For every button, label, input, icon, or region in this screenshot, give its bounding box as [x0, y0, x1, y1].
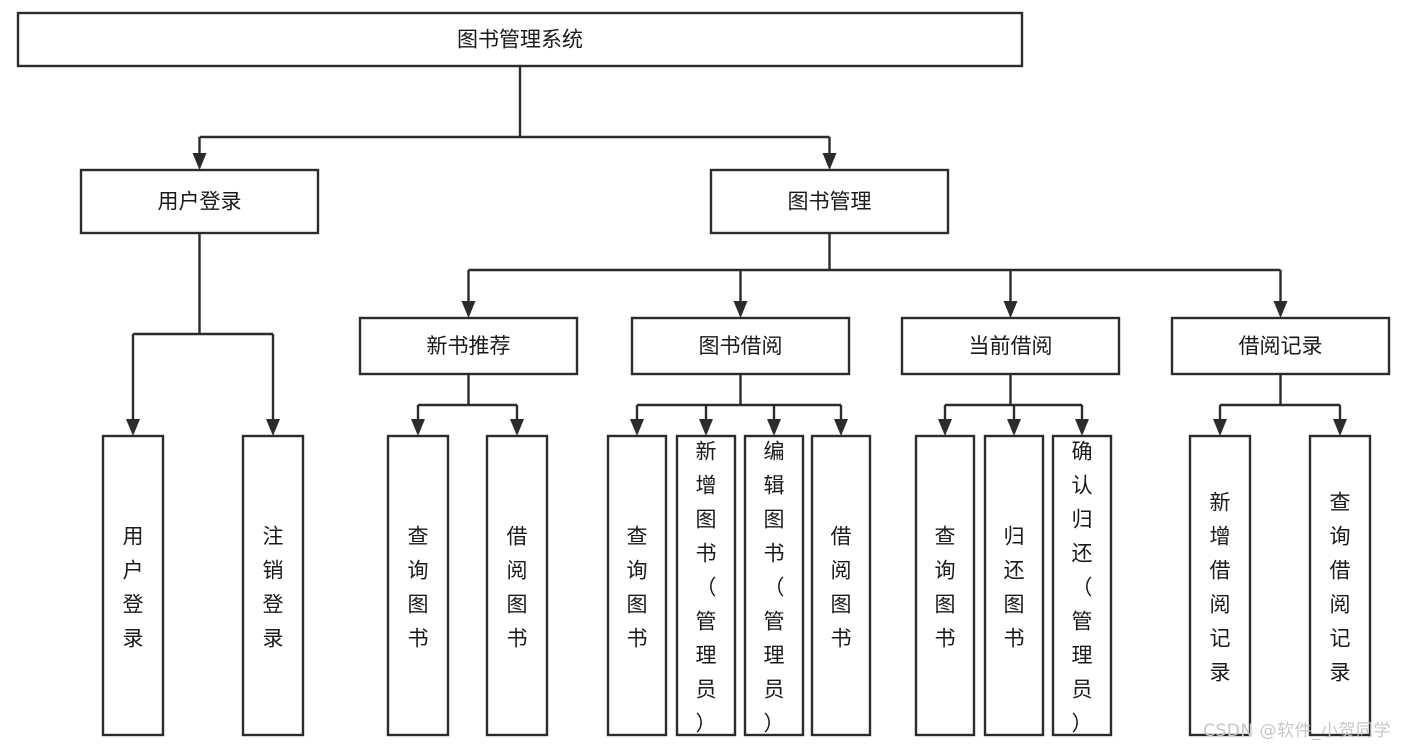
node-label: 图书借阅 [699, 334, 783, 358]
node-level2-1[interactable]: 图书管理 [709, 168, 950, 235]
arrow-head-icon [1213, 419, 1227, 436]
node-label: 图书管理 [788, 190, 872, 214]
node-level3-2[interactable]: 当前借阅 [900, 316, 1121, 376]
node-box[interactable] [16, 11, 1024, 68]
node-label: 用户登录 [158, 190, 242, 214]
node-box[interactable] [1170, 316, 1391, 376]
node-leaf-8[interactable]: 查询图书 [914, 434, 976, 737]
node-leaf-7[interactable]: 借阅图书 [810, 434, 872, 737]
arrow-head-icon [1273, 301, 1288, 318]
node-box[interactable] [1188, 434, 1252, 737]
node-box[interactable] [241, 434, 305, 737]
node-level2-0[interactable]: 用户登录 [79, 168, 320, 235]
node-label: 新书推荐 [427, 334, 511, 358]
node-leaf-3[interactable]: 借阅图书 [485, 434, 549, 737]
node-leaf-2[interactable]: 查询图书 [386, 434, 450, 737]
node-box[interactable] [101, 434, 165, 737]
node-level3-1[interactable]: 图书借阅 [630, 316, 851, 376]
node-level3-3[interactable]: 借阅记录 [1170, 316, 1391, 376]
node-box[interactable] [900, 316, 1121, 376]
node-label: 新增图书（管理员） [696, 440, 717, 736]
connector-edges-layer [126, 66, 1347, 436]
node-box[interactable] [386, 434, 450, 737]
node-leaf-1[interactable]: 注销登录 [241, 434, 305, 737]
node-label: 图书管理系统 [457, 28, 583, 52]
node-label: 新增借阅记录 [1210, 491, 1231, 685]
node-leaf-10[interactable]: 确认归还（管理员） [1051, 434, 1113, 737]
arrow-head-icon [411, 419, 425, 436]
node-label: 借阅图书 [507, 525, 528, 651]
arrow-head-icon [461, 301, 476, 318]
node-leaf-4[interactable]: 查询图书 [606, 434, 668, 737]
node-leaf-11[interactable]: 新增借阅记录 [1188, 434, 1252, 737]
node-label: 查询图书 [627, 525, 648, 651]
arrow-head-icon [733, 301, 748, 318]
node-label: 借阅图书 [831, 525, 852, 651]
node-box[interactable] [1308, 434, 1372, 737]
node-box[interactable] [79, 168, 320, 235]
node-box[interactable] [743, 434, 805, 737]
node-box[interactable] [983, 434, 1045, 737]
node-box[interactable] [358, 316, 579, 376]
node-box[interactable] [485, 434, 549, 737]
node-leaf-12[interactable]: 查询借阅记录 [1308, 434, 1372, 737]
node-label: 查询借阅记录 [1330, 491, 1351, 685]
node-box[interactable] [914, 434, 976, 737]
node-leaf-9[interactable]: 归还图书 [983, 434, 1045, 737]
node-box[interactable] [1051, 434, 1113, 737]
arrow-head-icon [767, 419, 781, 436]
arrow-head-icon [266, 419, 280, 436]
node-level3-0[interactable]: 新书推荐 [358, 316, 579, 376]
arrow-head-icon [822, 153, 837, 170]
node-box[interactable] [675, 434, 737, 737]
arrow-head-icon [699, 419, 713, 436]
node-leaf-0[interactable]: 用户登录 [101, 434, 165, 737]
node-label: 用户登录 [123, 525, 144, 651]
arrow-head-icon [630, 419, 644, 436]
node-label: 当前借阅 [969, 334, 1053, 358]
node-label: 确认归还（管理员） [1072, 440, 1093, 736]
node-label: 注销登录 [263, 525, 284, 651]
arrow-head-icon [1003, 301, 1018, 318]
node-label: 编辑图书（管理员） [764, 440, 785, 736]
node-label: 查询图书 [408, 525, 429, 651]
arrow-head-icon [1075, 419, 1089, 436]
node-box[interactable] [709, 168, 950, 235]
arrow-head-icon [1007, 419, 1021, 436]
node-label: 借阅记录 [1239, 334, 1323, 358]
node-leaf-6[interactable]: 编辑图书（管理员） [743, 434, 805, 737]
arrow-head-icon [192, 153, 207, 170]
arrow-head-icon [510, 419, 524, 436]
node-label: 查询图书 [935, 525, 956, 651]
node-box[interactable] [606, 434, 668, 737]
node-box[interactable] [630, 316, 851, 376]
node-boxes-layer: 图书管理系统用户登录图书管理新书推荐图书借阅当前借阅借阅记录用户登录注销登录查询… [16, 11, 1391, 737]
arrow-head-icon [126, 419, 140, 436]
arrow-head-icon [1333, 419, 1347, 436]
arrow-head-icon [834, 419, 848, 436]
node-box[interactable] [810, 434, 872, 737]
node-root-0[interactable]: 图书管理系统 [16, 11, 1024, 68]
arrow-head-icon [938, 419, 952, 436]
node-label: 归还图书 [1004, 525, 1025, 651]
node-leaf-5[interactable]: 新增图书（管理员） [675, 434, 737, 737]
